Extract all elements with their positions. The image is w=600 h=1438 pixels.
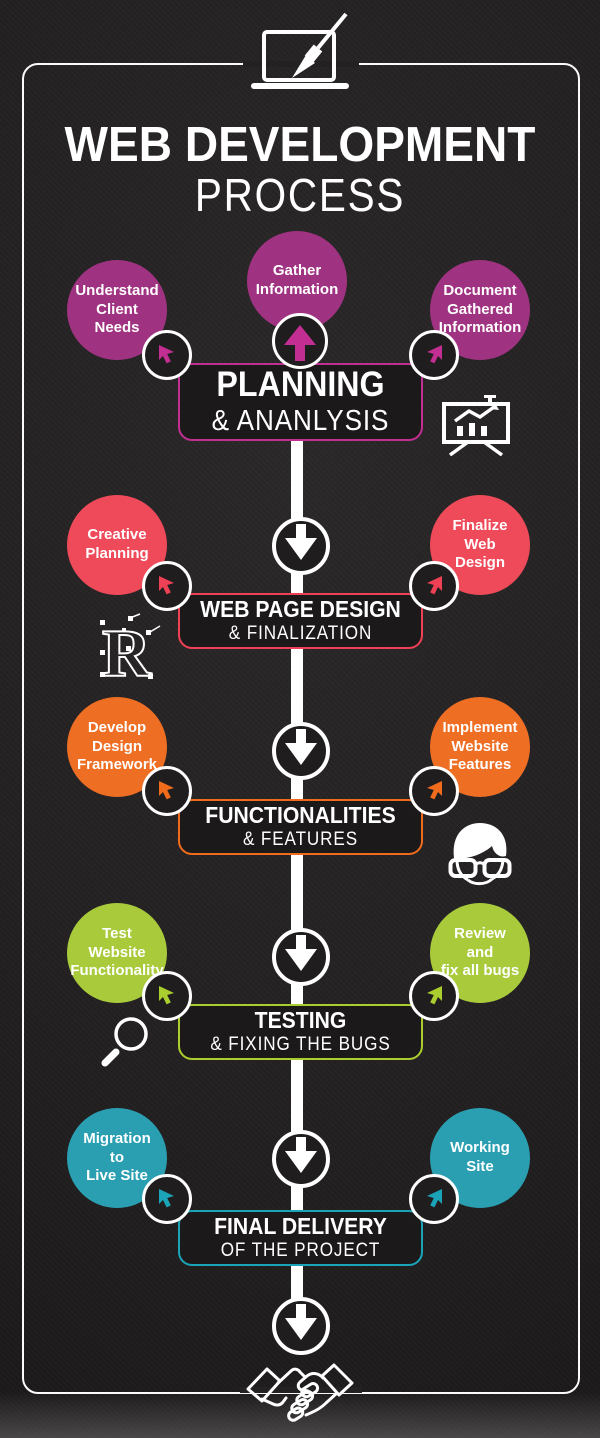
banner-testing: TESTING & FIXING THE BUGS [178,1004,423,1060]
circle-understand-client-needs: Understand Client Needs [67,260,167,360]
banner-title: PLANNING [216,365,385,405]
handshake-icon [245,1356,355,1430]
banner-subtitle: & FIXING THE BUGS [210,1033,391,1055]
banner-title: WEB PAGE DESIGN [200,596,401,623]
developer-face-icon [448,820,512,888]
process-spine-line [291,437,303,1322]
presentation-chart-icon [438,394,514,456]
magnifier-icon [93,1012,157,1076]
down-arrow-icon [272,517,330,575]
cursor-arrow-icon [409,971,459,1021]
cursor-arrow-icon [142,561,192,611]
cursor-arrow-icon [409,330,459,380]
down-arrow-icon [272,1130,330,1188]
page-title: WEB DEVELOPMENT PROCESS [0,118,600,222]
banner-title: FINAL DELIVERY [214,1213,387,1240]
banner-subtitle: OF THE PROJECT [220,1239,381,1261]
up-arrow-icon [272,313,328,369]
title-line-2: PROCESS [194,169,406,222]
cursor-arrow-icon [409,561,459,611]
vector-letter-r-icon: R [88,608,168,692]
down-arrow-icon [272,722,330,780]
circle-gather-information: Gather Information [247,231,347,331]
banner-subtitle: & ANANLYSIS [211,404,390,437]
cursor-arrow-icon [142,330,192,380]
laptop-paintbrush-icon [240,12,360,96]
cursor-arrow-icon [409,1174,459,1224]
banner-title: TESTING [254,1007,347,1034]
cursor-arrow-icon [409,766,459,816]
cursor-arrow-icon [142,971,192,1021]
svg-text:R: R [102,615,152,691]
banner-subtitle: & FEATURES [242,828,359,850]
banner-planning: PLANNING & ANANLYSIS [178,363,423,441]
banner-subtitle: & FINALIZATION [228,622,373,644]
cursor-arrow-icon [142,1174,192,1224]
banner-web-page-design: WEB PAGE DESIGN & FINALIZATION [178,593,423,649]
down-arrow-icon [272,928,330,986]
banner-functionalities: FUNCTIONALITIES & FEATURES [178,799,423,855]
banner-title: FUNCTIONALITIES [205,802,396,829]
banner-final-delivery: FINAL DELIVERY OF THE PROJECT [178,1210,423,1266]
title-line-1: WEB DEVELOPMENT [64,118,536,172]
down-arrow-icon [272,1297,330,1355]
cursor-arrow-icon [142,766,192,816]
